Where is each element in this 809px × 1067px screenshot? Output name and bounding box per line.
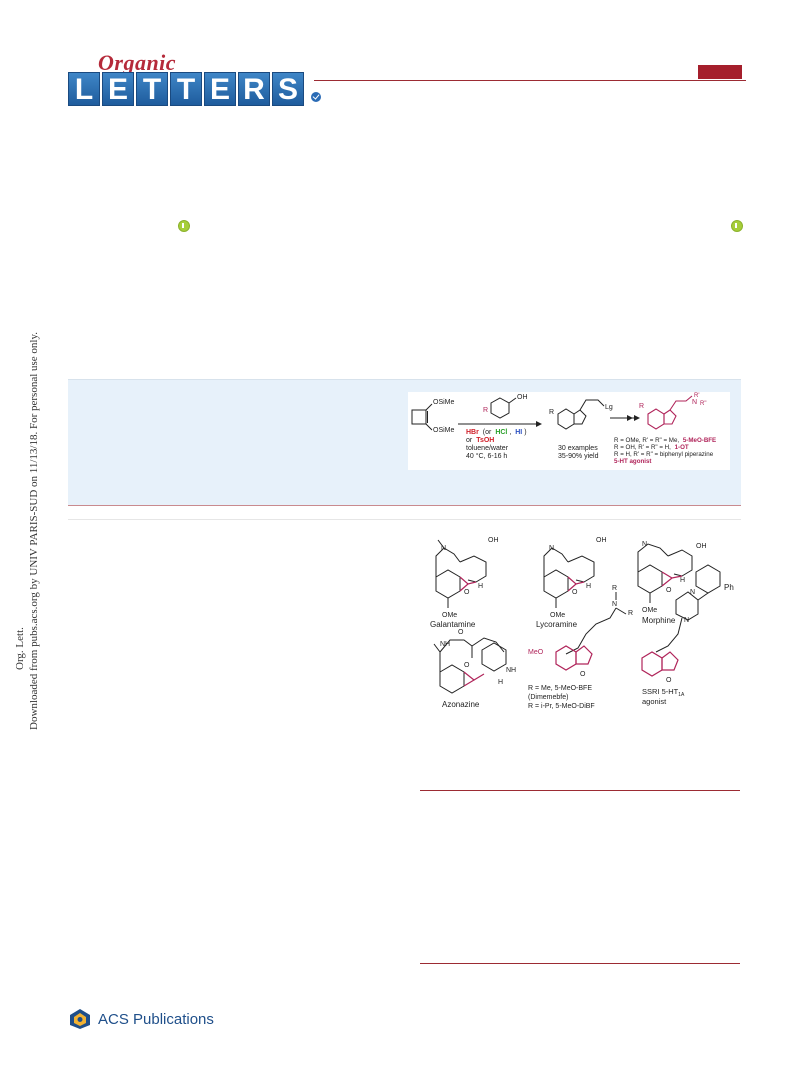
yield-label: 35-90% yield <box>558 453 599 460</box>
galantamine-n: N <box>441 545 446 552</box>
silyl-top: OSiMe <box>433 399 455 406</box>
leaving-group: Lg <box>605 404 613 411</box>
natural-products-figure: OH N O H OMe Galantamine OH N O H OMe Ly… <box>430 537 734 710</box>
examples-label: 30 examples <box>558 445 598 452</box>
reagents-line2: or TsOH <box>466 437 494 444</box>
phenol-structure <box>490 397 517 419</box>
galantamine-ome: OMe <box>442 612 457 619</box>
final-r1: R' <box>694 393 699 399</box>
final-r2: R" <box>700 401 706 407</box>
logo-tile: E <box>204 72 236 106</box>
journal-logo-tiles: L E T T E R S <box>68 72 304 106</box>
morphine-h: H <box>680 577 685 584</box>
phenol-oh: OH <box>517 394 528 401</box>
azonazine-nh: NH <box>506 667 516 674</box>
acs-hexagon-icon <box>70 1009 90 1029</box>
legend-line4: 5-HT agonist <box>614 458 651 465</box>
figure-rule-bottom <box>420 963 740 964</box>
logo-tile: T <box>136 72 168 106</box>
download-note: Org. Lett. Downloaded from pubs.acs.org … <box>4 332 54 760</box>
publisher-logo[interactable]: ACS Publications <box>68 1005 214 1033</box>
morphine-oh: OH <box>696 543 707 550</box>
lycoramine-n: N <box>549 545 554 552</box>
publisher-name: ACS Publications <box>98 1010 214 1028</box>
bfe-caption-3: R = i-Pr, 5-MeO-DiBF <box>528 703 595 710</box>
reagents-line1: HBr (or HCl , HI ) <box>466 429 527 436</box>
final-n: N <box>692 399 697 406</box>
logo-tile: S <box>272 72 304 106</box>
azonazine-label: Azonazine <box>442 700 480 709</box>
conditions-label: 40 °C, 6-16 h <box>466 452 507 460</box>
citation-short: Org. Lett. <box>14 627 26 670</box>
bfe-meo: MeO <box>528 649 544 656</box>
lycoramine-h: H <box>586 583 591 590</box>
intermediate-r: R <box>549 409 554 416</box>
final-r: R <box>639 403 644 410</box>
ssri-n-bottom: N <box>684 617 689 624</box>
check-badge-icon <box>311 92 321 102</box>
azonazine-structure <box>433 637 507 694</box>
orcid-icon[interactable] <box>731 220 743 232</box>
toc-graphic: OSiMe OSiMe OH R HBr (or HCl , HI ) or T… <box>408 392 730 470</box>
bfe-structure <box>565 592 627 655</box>
solvent-label: toluene/water <box>466 445 509 452</box>
azonazine-nh-left: NH <box>440 641 450 648</box>
bfe-n: N <box>612 601 617 608</box>
legend-line3: R = H, R' = R" = biphenyl piperazine <box>614 451 714 458</box>
logo-tile: L <box>68 72 100 106</box>
morphine-o: O <box>666 587 672 594</box>
bfe-r: R <box>628 610 633 617</box>
abstract-rule <box>68 505 741 506</box>
galantamine-label: Galantamine <box>430 620 476 629</box>
legend-line2: R = OH, R' = R" = H, 1-OT <box>614 444 689 451</box>
benzofuran-intermediate <box>557 399 605 430</box>
bfe-caption-2: (Dimemebfe) <box>528 694 568 701</box>
phenol-r: R <box>483 407 488 414</box>
orcid-icon[interactable] <box>178 220 190 232</box>
ssri-caption-1: SSRI 5-HT1A <box>642 687 685 698</box>
figure-rule-top <box>420 790 740 791</box>
masthead-rule <box>314 80 746 81</box>
morphine-label: Morphine <box>642 616 676 625</box>
ssri-structure <box>655 564 721 653</box>
morphine-n: N <box>642 541 647 548</box>
ssri-ph: Ph <box>724 583 734 592</box>
arrow-head <box>536 421 542 427</box>
journal-masthead: Organic L E T T E R S <box>68 48 748 118</box>
final-product-structure <box>647 395 693 430</box>
logo-tile: E <box>102 72 134 106</box>
lycoramine-o: O <box>572 589 578 596</box>
azonazine-o2: O <box>464 662 470 669</box>
cyclobutene-structure <box>411 403 433 431</box>
bfe-caption-1: R = Me, 5-MeO-BFE <box>528 685 592 692</box>
download-statement: Downloaded from pubs.acs.org by UNIV PAR… <box>28 331 40 730</box>
galantamine-h: H <box>478 583 483 590</box>
journal-logo-script: Organic <box>98 50 177 75</box>
galantamine-oh: OH <box>488 537 499 544</box>
lycoramine-ome: OMe <box>550 612 565 619</box>
ssri-n-top: N <box>690 589 695 596</box>
bfe-o: O <box>580 671 586 678</box>
lycoramine-label: Lycoramine <box>536 620 578 629</box>
lycoramine-oh: OH <box>596 537 607 544</box>
logo-tile: T <box>170 72 202 106</box>
galantamine-o: O <box>464 589 470 596</box>
masthead-tab <box>698 65 742 79</box>
morphine-ome: OMe <box>642 607 657 614</box>
azonazine-o: O <box>458 629 464 636</box>
logo-tile: R <box>238 72 270 106</box>
azonazine-h: H <box>498 679 503 686</box>
section-rule <box>68 519 741 520</box>
ssri-caption-2: agonist <box>642 697 667 706</box>
bfe-r-top: R <box>612 585 617 592</box>
silyl-bottom: OSiMe <box>433 427 455 434</box>
ssri-o: O <box>666 677 672 684</box>
legend-line1: R = OMe, R' = R" = Me, 5-MeO-BFE <box>614 437 716 444</box>
